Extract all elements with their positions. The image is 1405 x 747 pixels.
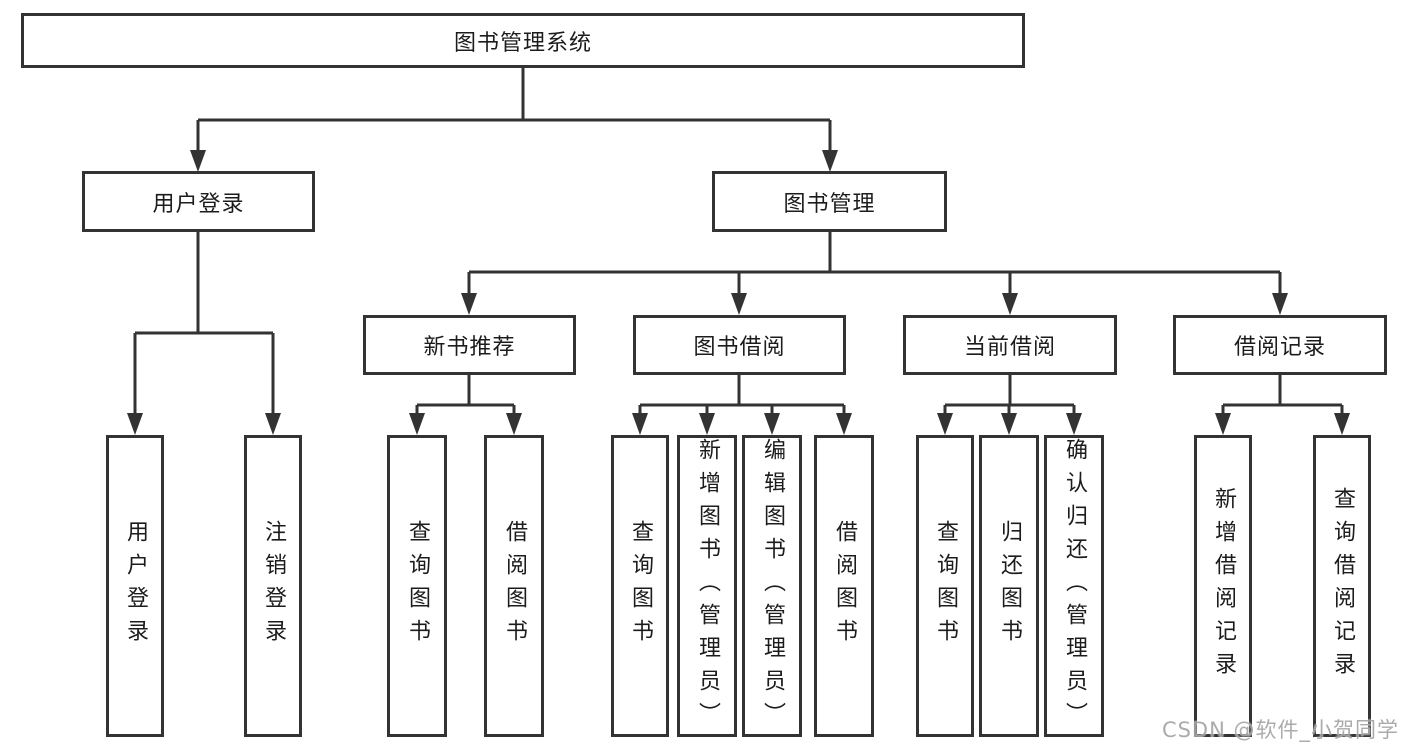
node-label: 查询图书 — [628, 520, 653, 652]
node-label: 借阅图书 — [832, 520, 857, 652]
node-label: 查询图书 — [405, 520, 430, 652]
leaf-query-books-recommend: 查询图书 — [387, 435, 447, 737]
leaf-borrow-books-recommend: 借阅图书 — [484, 435, 544, 737]
watermark: CSDN @软件_小贺同学 — [1161, 718, 1399, 742]
leaf-user-login: 用户登录 — [106, 435, 164, 737]
connector-arrow — [461, 293, 477, 315]
connector-arrow — [1272, 293, 1288, 315]
node-user-login: 用户登录 — [82, 171, 315, 232]
leaf-add-book-admin: 新增图书（管理员） — [677, 435, 737, 737]
node-borrow-records: 借阅记录 — [1173, 315, 1387, 375]
node-label: 编辑图书（管理员） — [760, 438, 785, 735]
node-label: 注销登录 — [261, 520, 286, 652]
connector-arrow — [265, 413, 281, 435]
node-label: 用户登录 — [123, 520, 148, 652]
node-book-borrow: 图书借阅 — [633, 315, 846, 375]
node-label: 图书管理系统 — [453, 30, 592, 56]
connector-arrow — [822, 150, 838, 172]
node-label: 图书借阅 — [693, 335, 786, 360]
connector-book-borrow — [632, 375, 852, 435]
connector-arrow — [1001, 413, 1017, 435]
connector-root — [190, 68, 838, 172]
node-label: 新增借阅记录 — [1211, 487, 1236, 685]
connector-arrow — [1066, 413, 1082, 435]
leaf-logout: 注销登录 — [244, 435, 302, 737]
connector-arrow — [699, 413, 715, 435]
node-label: 当前借阅 — [963, 335, 1056, 360]
connector-borrow-records — [1215, 375, 1350, 435]
leaf-edit-book-admin: 编辑图书（管理员） — [742, 435, 802, 737]
connector-arrow — [409, 413, 425, 435]
node-label: 归还图书 — [997, 520, 1022, 652]
node-label: 用户登录 — [152, 191, 245, 217]
leaf-borrow-books: 借阅图书 — [814, 435, 874, 737]
connector-arrow — [1215, 413, 1231, 435]
connector-arrow — [1002, 293, 1018, 315]
connector-arrow — [764, 413, 780, 435]
node-label: 查询借阅记录 — [1330, 487, 1355, 685]
connector-arrow — [506, 413, 522, 435]
node-label: 新增图书（管理员） — [695, 438, 720, 735]
node-label: 确认归还（管理员） — [1062, 438, 1087, 735]
connector-book-management — [461, 232, 1288, 315]
leaf-add-borrow-record: 新增借阅记录 — [1194, 435, 1252, 737]
node-current-borrow: 当前借阅 — [903, 315, 1117, 375]
node-label: 查询图书 — [933, 520, 958, 652]
node-root: 图书管理系统 — [21, 13, 1025, 68]
leaf-return-book: 归还图书 — [979, 435, 1039, 737]
node-book-management: 图书管理 — [712, 171, 947, 232]
node-new-book-recommend: 新书推荐 — [363, 315, 576, 375]
connector-new-book — [409, 375, 522, 435]
connector-arrow — [190, 150, 206, 172]
node-label: 借阅图书 — [502, 520, 527, 652]
connector-arrow — [1334, 413, 1350, 435]
leaf-confirm-return-admin: 确认归还（管理员） — [1044, 435, 1104, 737]
leaf-query-borrow-record: 查询借阅记录 — [1313, 435, 1371, 737]
connector-current-borrow — [937, 375, 1082, 435]
leaf-query-books-current: 查询图书 — [916, 435, 974, 737]
node-label: 新书推荐 — [423, 335, 516, 360]
node-label: 借阅记录 — [1233, 335, 1326, 360]
connector-arrow — [632, 413, 648, 435]
connector-arrow — [731, 293, 747, 315]
node-label: 图书管理 — [783, 191, 876, 217]
connector-arrow — [937, 413, 953, 435]
connector-arrow — [836, 413, 852, 435]
connector-arrow — [127, 413, 143, 435]
connector-user-login — [127, 232, 281, 435]
leaf-query-books-borrow: 查询图书 — [611, 435, 669, 737]
